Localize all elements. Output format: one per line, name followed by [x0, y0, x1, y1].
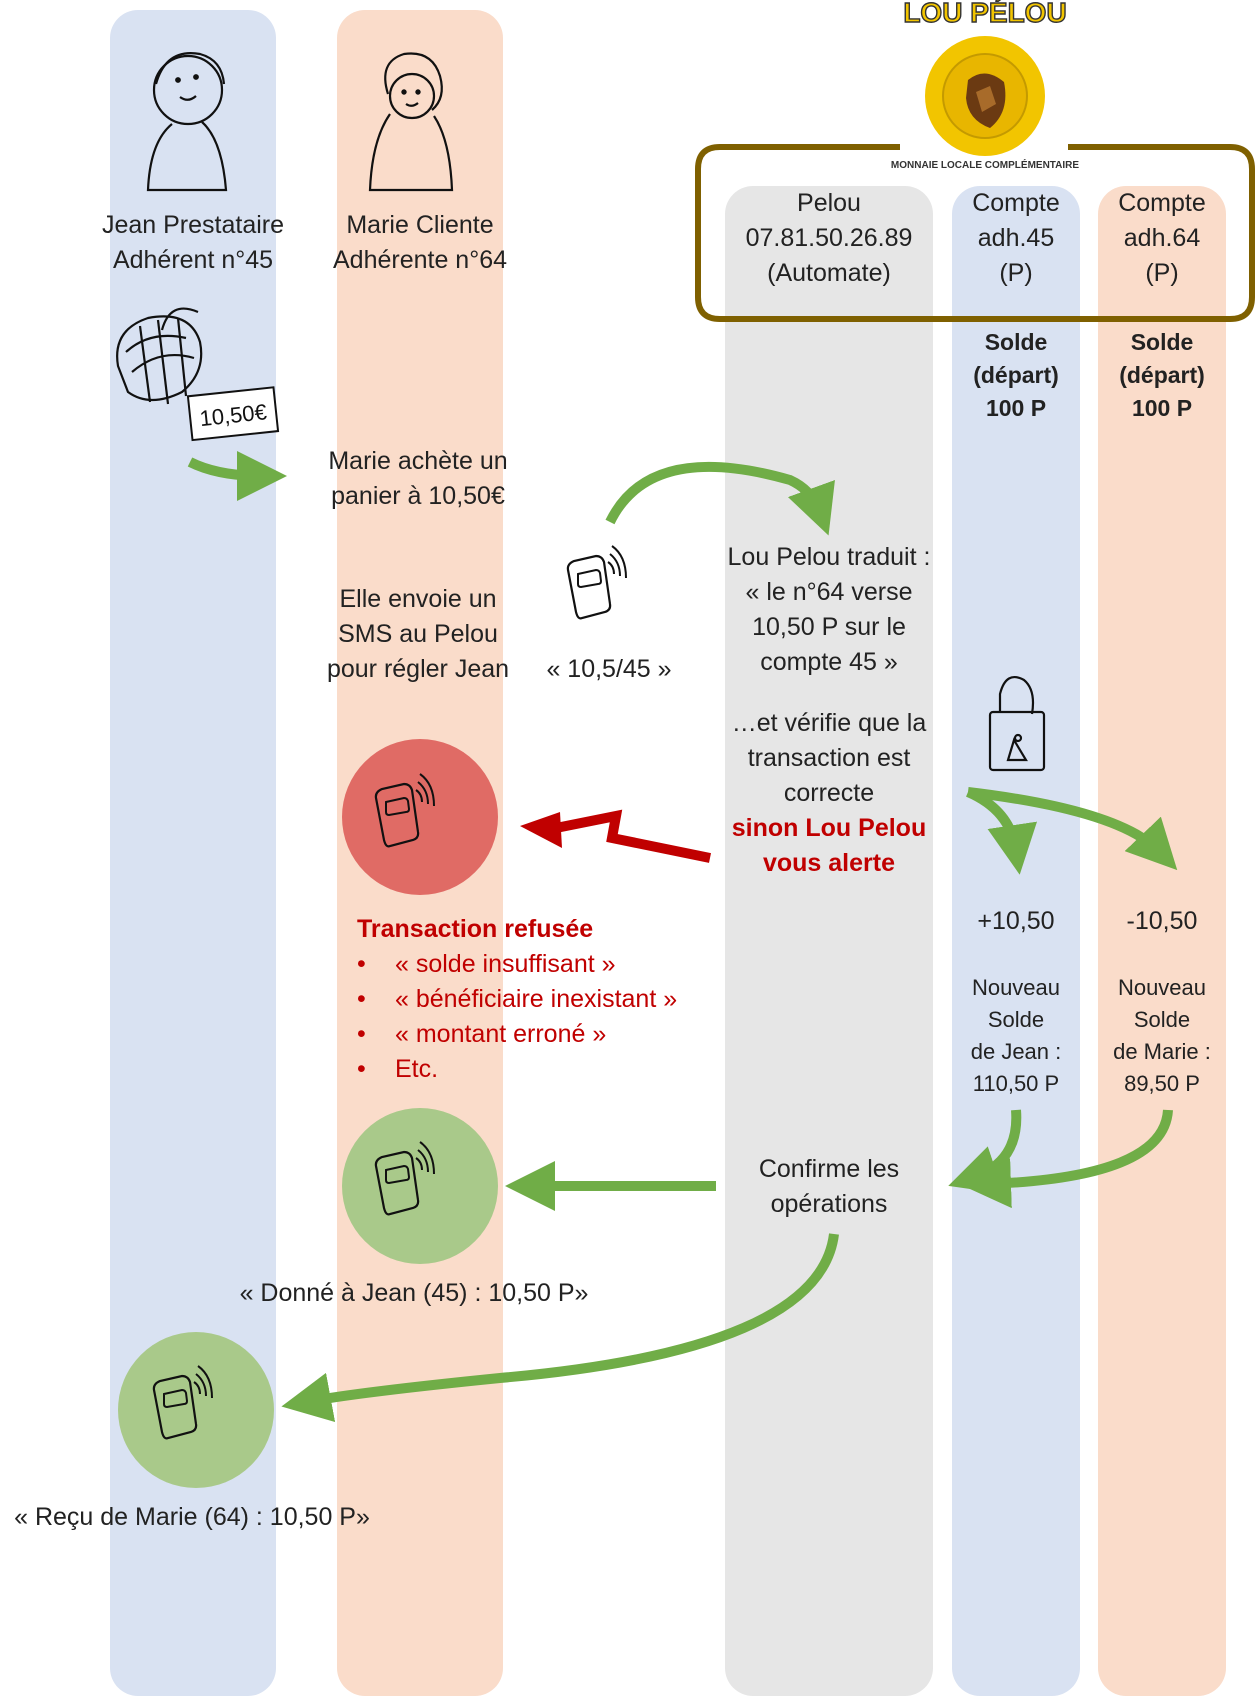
compte45-header: Compte adh.45 (P): [952, 186, 1080, 291]
verify-line1: …et vérifie que la: [731, 709, 927, 737]
alert-phone-circle: [342, 739, 498, 895]
sms-line3: pour régler Jean: [326, 655, 510, 683]
pelou-phone-number: 07.81.50.26.89: [745, 224, 913, 252]
jean-label: Jean Prestataire Adhérent n°45: [90, 208, 296, 278]
translate-line2: « le n°64 verse: [745, 578, 913, 606]
marie-name: Marie Cliente: [346, 211, 494, 239]
pelou-lane: [725, 186, 933, 1696]
message-to-marie: « Donné à Jean (45) : 10,50 P»: [239, 1279, 589, 1307]
sms-line1: Elle envoie un: [339, 585, 497, 613]
marie-member: Adhérente n°64: [332, 246, 508, 274]
marie-start-line1: Solde: [1130, 329, 1194, 355]
translate-step: Lou Pelou traduit : « le n°64 verse 10,5…: [704, 540, 954, 680]
confirm-jean-circle: [118, 1332, 274, 1488]
jean-member: Adhérent n°45: [112, 246, 274, 274]
verify-alert-line2: vous alerte: [762, 849, 895, 877]
buy-line1: Marie achète un: [328, 447, 508, 475]
marie-start-balance: Solde (départ) 100 P: [1098, 326, 1226, 425]
jean-balance-arrow: [948, 1109, 1022, 1194]
refused-reason: Etc.: [357, 1052, 677, 1087]
marie-balance-arrow: [961, 1109, 1173, 1209]
confirm-line1: Confirme les: [758, 1155, 900, 1183]
lou-pelou-logo: LOU PÉLOU MONNAIE LOCALE COMPLÉMENTAIRE: [891, 0, 1079, 171]
translate-line3: 10,50 P sur le: [752, 613, 906, 641]
confirm-to-jean-arrow: [281, 1233, 839, 1423]
buy-arrow: [187, 450, 287, 501]
sms-text: « 10,5/45 »: [546, 655, 672, 683]
jean-new-value: 110,50 P: [972, 1071, 1060, 1096]
confirm-line2: opérations: [770, 1190, 888, 1218]
marie-start-value: 100 P: [1131, 395, 1193, 421]
jean-new-line3: de Jean :: [970, 1039, 1062, 1064]
compte64-line1: Compte: [1118, 189, 1206, 217]
jean-new-balance: Nouveau Solde de Jean : 110,50 P: [952, 972, 1080, 1100]
pelou-header-line1: Pelou: [797, 189, 861, 217]
alert-arrow: [555, 809, 711, 863]
compte45-line1: Compte: [972, 189, 1060, 217]
verify-line2: transaction est: [747, 744, 911, 772]
jean-start-value: 100 P: [985, 395, 1047, 421]
marie-new-balance: Nouveau Solde de Marie : 89,50 P: [1098, 972, 1226, 1100]
marie-new-value: 89,50 P: [1124, 1071, 1200, 1096]
compte64-line3: (P): [1145, 259, 1179, 287]
compte45-line3: (P): [999, 259, 1033, 287]
marie-new-line2: Solde: [1133, 1007, 1191, 1032]
verify-line3: correcte: [783, 779, 875, 807]
sms-phone-icon: [566, 544, 628, 620]
pelou-header-line3: (Automate): [767, 259, 891, 287]
compte45-lane: [952, 186, 1080, 1696]
translate-line1: Lou Pelou traduit :: [727, 543, 931, 571]
sms-line2: SMS au Pelou: [338, 620, 498, 648]
confirm-marie-circle: [342, 1108, 498, 1264]
jean-start-balance: Solde (départ) 100 P: [952, 326, 1080, 425]
marie-start-line2: (départ): [1119, 362, 1205, 388]
verify-alert-line1: sinon Lou Pelou: [731, 814, 927, 842]
compte64-header: Compte adh.64 (P): [1098, 186, 1226, 291]
jean-figure-icon: [146, 52, 228, 192]
jean-new-line2: Solde: [987, 1007, 1045, 1032]
header-frame: [695, 144, 1255, 322]
verify-step: …et vérifie que la transaction est corre…: [704, 706, 954, 881]
jean-name: Jean Prestataire: [101, 211, 285, 239]
translate-line4: compte 45 »: [760, 648, 898, 676]
logo-title: LOU PÉLOU: [903, 0, 1066, 28]
padlock-icon: [988, 676, 1046, 772]
jean-start-line1: Solde: [984, 329, 1048, 355]
compte64-lane: [1098, 186, 1226, 1696]
marie-delta: -10,50: [1126, 907, 1198, 935]
marie-label: Marie Cliente Adhérente n°64: [316, 208, 524, 278]
jean-delta: +10,50: [977, 907, 1055, 935]
pelou-header: Pelou 07.81.50.26.89 (Automate): [725, 186, 933, 291]
refused-reasons: « solde insuffisant » « bénéficiaire ine…: [357, 947, 677, 1087]
basket-icon: [116, 307, 203, 405]
jean-start-line2: (départ): [973, 362, 1059, 388]
refused-block: Transaction refusée « solde insuffisant …: [357, 912, 677, 1087]
confirm-step: Confirme les opérations: [725, 1152, 933, 1222]
sms-arrow: [605, 461, 835, 536]
refused-reason: « montant erroné »: [357, 1017, 677, 1052]
debit-arrow-marie: [967, 787, 1178, 871]
price-tag: 10,50€: [186, 386, 280, 442]
marie-new-line1: Nouveau: [1117, 975, 1207, 1000]
marie-figure-icon: [368, 52, 454, 192]
marie-new-line3: de Marie :: [1113, 1039, 1211, 1064]
refused-reason: « bénéficiaire inexistant »: [357, 982, 677, 1017]
compte45-line2: adh.45: [977, 224, 1055, 252]
sms-step: Elle envoie un SMS au Pelou pour régler …: [314, 582, 522, 687]
refused-title: Transaction refusée: [357, 915, 594, 943]
logo-subtitle: MONNAIE LOCALE COMPLÉMENTAIRE: [891, 158, 1079, 171]
buy-line2: panier à 10,50€: [331, 482, 505, 510]
message-to-jean: « Reçu de Marie (64) : 10,50 P»: [14, 1503, 370, 1531]
jean-new-line1: Nouveau: [971, 975, 1061, 1000]
compte64-line2: adh.64: [1123, 224, 1201, 252]
buy-step: Marie achète un panier à 10,50€: [310, 444, 526, 514]
refused-reason: « solde insuffisant »: [357, 947, 677, 982]
